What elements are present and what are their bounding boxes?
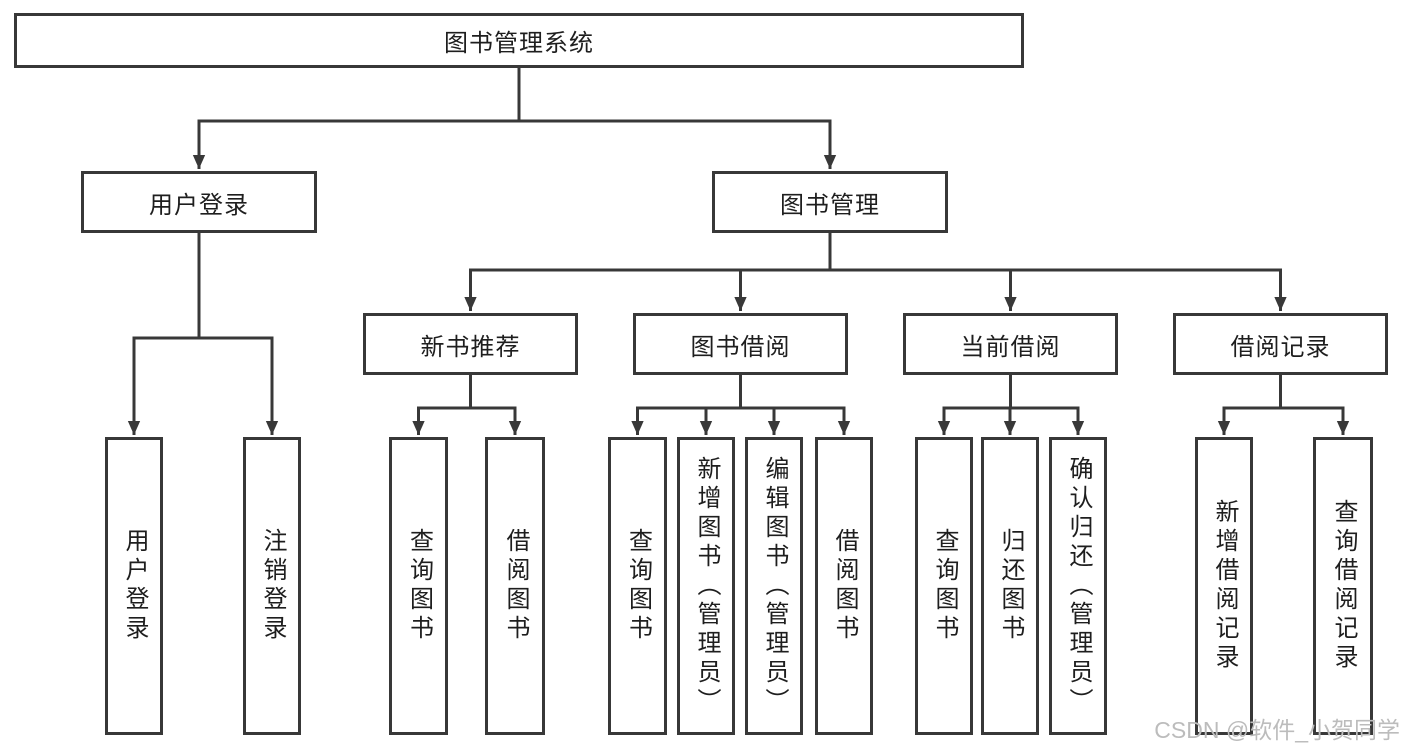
node-user-login-branch: 用户登录 xyxy=(81,171,317,233)
node-label: 图书管理系统 xyxy=(444,30,594,57)
node-edit-books-admin: 编辑图书（管理员） xyxy=(745,437,803,735)
node-query-books-recommend: 查询图书 xyxy=(389,437,448,735)
node-label: 图书借阅 xyxy=(690,333,791,361)
node-logout-login: 注销登录 xyxy=(243,437,301,735)
node-label: 注销登录 xyxy=(259,528,286,644)
node-label: 查询图书 xyxy=(405,528,433,644)
node-label: 查询图书 xyxy=(624,528,652,644)
node-label: 归还图书 xyxy=(997,528,1024,644)
node-borrow-books: 借阅图书 xyxy=(815,437,873,735)
node-confirm-return-admin: 确认归还（管理员） xyxy=(1049,437,1107,735)
node-user-login: 用户登录 xyxy=(105,437,163,735)
node-label: 用户登录 xyxy=(121,528,148,644)
node-new-book-recommendation: 新书推荐 xyxy=(363,313,578,375)
node-borrowing-records: 借阅记录 xyxy=(1173,313,1388,375)
node-label: 当前借阅 xyxy=(960,333,1061,361)
node-current-borrowing: 当前借阅 xyxy=(903,313,1118,375)
watermark: CSDN @软件_小贺同学 xyxy=(1154,717,1400,743)
node-library-system: 图书管理系统 xyxy=(14,13,1024,68)
node-label: 新书推荐 xyxy=(420,333,521,361)
node-label: 新增图书（管理员） xyxy=(693,455,720,717)
node-query-borrow-record: 查询借阅记录 xyxy=(1313,437,1373,735)
node-label: 用户登录 xyxy=(149,191,249,219)
node-label: 编辑图书（管理员） xyxy=(761,455,788,717)
node-add-borrow-record: 新增借阅记录 xyxy=(1195,437,1253,735)
node-book-borrowing: 图书借阅 xyxy=(633,313,848,375)
node-label: 借阅记录 xyxy=(1230,333,1331,361)
node-label: 图书管理 xyxy=(780,191,880,219)
node-add-books-admin: 新增图书（管理员） xyxy=(677,437,735,735)
node-return-books: 归还图书 xyxy=(981,437,1039,735)
node-label: 确认归还（管理员） xyxy=(1065,455,1092,717)
node-label: 借阅图书 xyxy=(831,528,858,644)
node-label: 查询借阅记录 xyxy=(1330,499,1357,673)
node-label: 查询图书 xyxy=(931,528,958,644)
node-borrow-books-recommend: 借阅图书 xyxy=(485,437,545,735)
node-label: 新增借阅记录 xyxy=(1211,499,1238,673)
node-query-books-current: 查询图书 xyxy=(915,437,973,735)
node-query-books-borrow: 查询图书 xyxy=(608,437,667,735)
node-book-management: 图书管理 xyxy=(712,171,948,233)
node-label: 借阅图书 xyxy=(502,528,529,644)
